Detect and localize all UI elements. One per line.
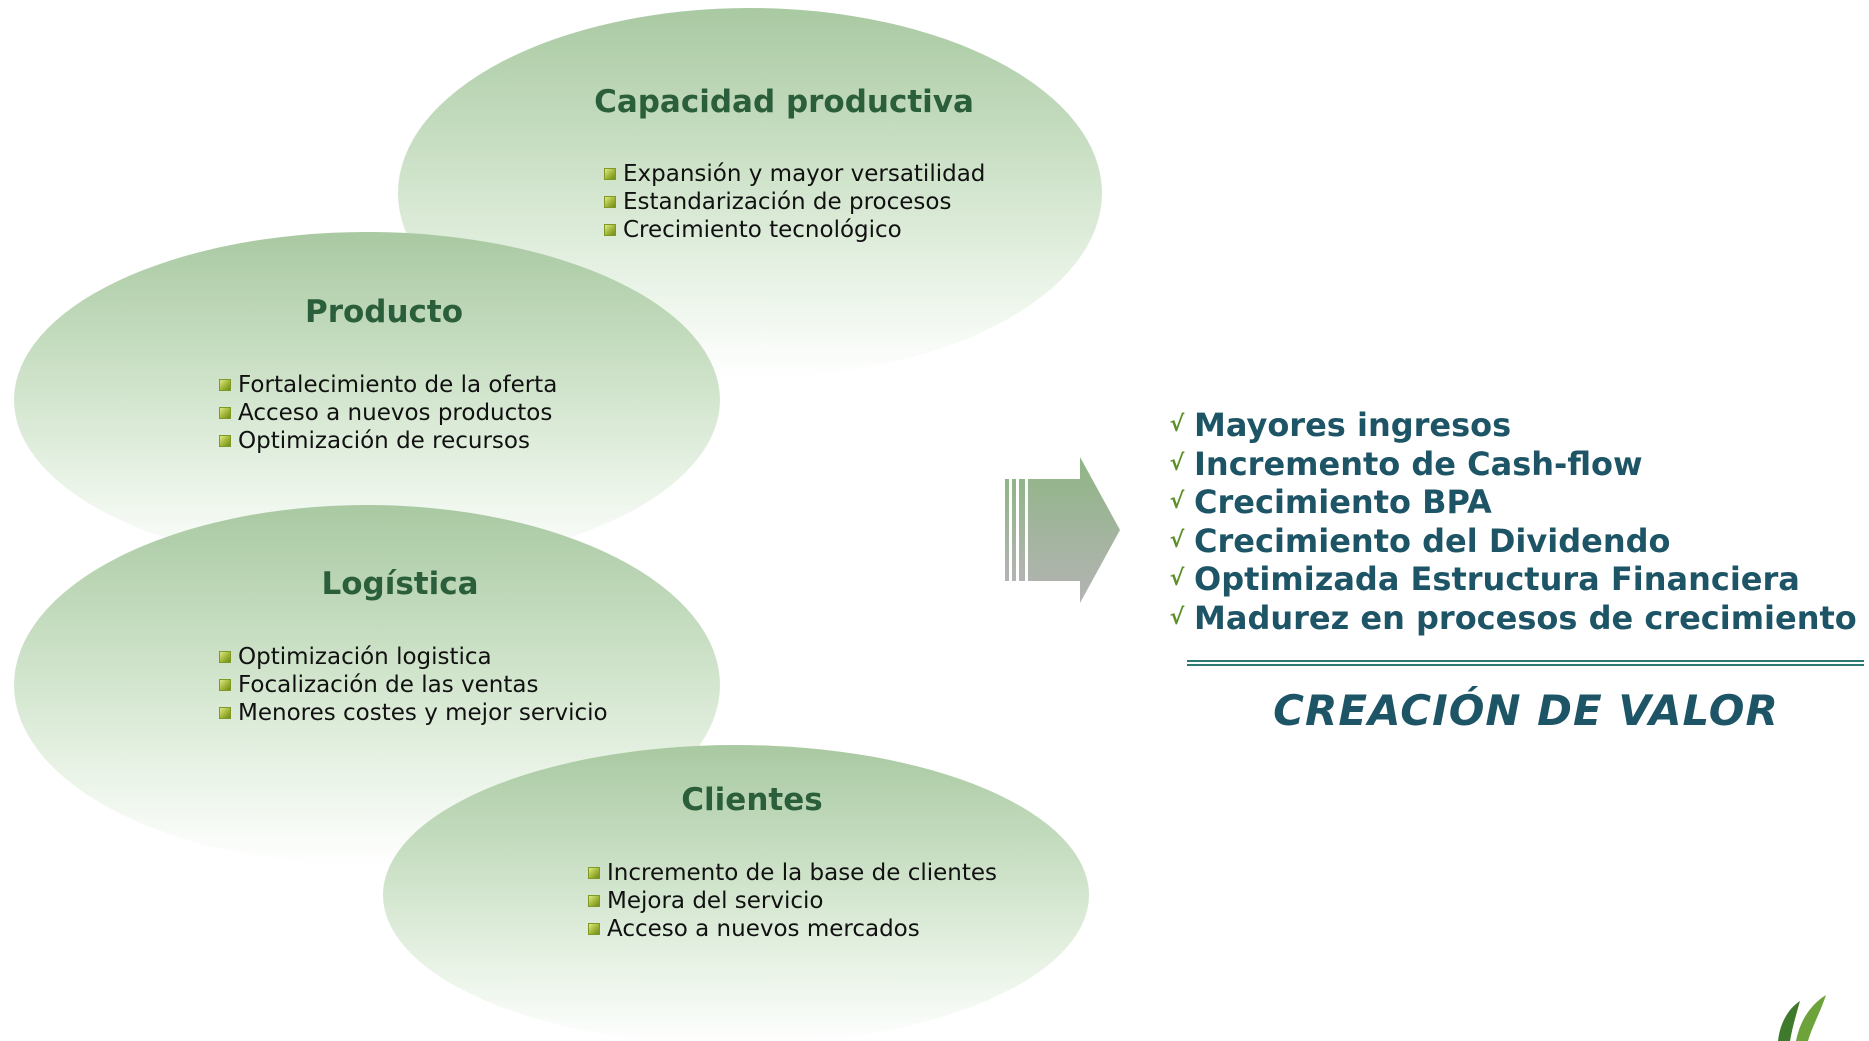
- group-title-logistica: Logística: [321, 566, 479, 602]
- list-item: Optimización de recursos: [219, 427, 557, 455]
- list-item: Focalización de las ventas: [219, 671, 608, 699]
- list-item-text: Focalización de las ventas: [238, 672, 539, 698]
- list-item: Mejora del servicio: [588, 887, 997, 915]
- square-bullet-icon: [588, 923, 600, 935]
- result-text: Optimizada Estructura Financiera: [1194, 560, 1800, 598]
- list-item-text: Estandarización de procesos: [623, 189, 952, 215]
- square-bullet-icon: [604, 224, 616, 236]
- bullet-list-capacidad-productiva: Expansión y mayor versatilidad Estandari…: [604, 160, 985, 244]
- list-item-text: Expansión y mayor versatilidad: [623, 161, 986, 187]
- list-item-text: Optimización de recursos: [238, 428, 530, 454]
- square-bullet-icon: [219, 651, 231, 663]
- square-bullet-icon: [219, 679, 231, 691]
- square-bullet-icon: [219, 435, 231, 447]
- list-item: Menores costes y mejor servicio: [219, 699, 608, 727]
- group-title-clientes: Clientes: [681, 782, 823, 818]
- list-item: Fortalecimiento de la oferta: [219, 371, 557, 399]
- bullet-list-logistica: Optimización logistica Focalización de l…: [219, 643, 608, 727]
- result-text: Mayores ingresos: [1194, 406, 1512, 444]
- leaf-logo-icon: [1778, 995, 1826, 1041]
- list-item-text: Acceso a nuevos mercados: [607, 916, 920, 942]
- result-text: Crecimiento BPA: [1194, 483, 1492, 521]
- result-item: √ Optimizada Estructura Financiera: [1168, 560, 1857, 599]
- results-list: √ Mayores ingresos √ Incremento de Cash-fl…: [1168, 406, 1857, 637]
- square-bullet-icon: [219, 379, 231, 391]
- result-text: Madurez en procesos de crecimiento: [1194, 598, 1857, 637]
- right-arrow-icon: [1005, 457, 1120, 603]
- check-icon: √: [1169, 412, 1185, 437]
- list-item-text: Acceso a nuevos productos: [238, 400, 553, 426]
- group-title-capacidad-productiva: Capacidad productiva: [594, 84, 974, 120]
- square-bullet-icon: [588, 867, 600, 879]
- conclusion-heading: CREACIÓN DE VALOR: [1273, 686, 1779, 735]
- list-item: Acceso a nuevos mercados: [588, 915, 997, 943]
- square-bullet-icon: [604, 196, 616, 208]
- check-icon: √: [1169, 527, 1185, 553]
- check-icon: √: [1169, 489, 1185, 514]
- list-item: Crecimiento tecnológico: [604, 216, 985, 244]
- ellipse-clientes: [383, 745, 1089, 1041]
- result-item: √ Mayores ingresos: [1168, 406, 1857, 445]
- bullet-list-clientes: Incremento de la base de clientes Mejora…: [588, 859, 997, 943]
- list-item: Acceso a nuevos productos: [219, 399, 557, 427]
- list-item: Incremento de la base de clientes: [588, 859, 997, 887]
- double-divider: [1187, 660, 1864, 666]
- result-item: √ Crecimiento del Dividendo: [1168, 522, 1857, 561]
- list-item-text: Crecimiento tecnológico: [623, 217, 902, 243]
- result-text: Incremento de Cash-flow: [1194, 444, 1643, 483]
- list-item-text: Fortalecimiento de la oferta: [238, 372, 558, 398]
- square-bullet-icon: [588, 895, 600, 907]
- list-item-text: Incremento de la base de clientes: [607, 860, 998, 886]
- check-icon: √: [1169, 566, 1185, 591]
- result-item: √ Madurez en procesos de crecimiento: [1168, 599, 1857, 638]
- bullet-list-producto: Fortalecimiento de la oferta Acceso a nu…: [219, 371, 557, 455]
- square-bullet-icon: [219, 407, 231, 419]
- list-item: Optimización logistica: [219, 643, 608, 671]
- check-icon: √: [1169, 604, 1185, 630]
- result-item: √ Incremento de Cash-flow: [1168, 445, 1857, 484]
- list-item-text: Optimización logistica: [238, 644, 492, 670]
- group-title-producto: Producto: [304, 294, 464, 330]
- list-item: Estandarización de procesos: [604, 188, 985, 216]
- check-icon: √: [1169, 450, 1185, 476]
- list-item-text: Menores costes y mejor servicio: [238, 700, 608, 726]
- square-bullet-icon: [604, 168, 616, 180]
- square-bullet-icon: [219, 707, 231, 719]
- list-item-text: Mejora del servicio: [607, 888, 824, 914]
- result-item: √ Crecimiento BPA: [1168, 483, 1857, 522]
- list-item: Expansión y mayor versatilidad: [604, 160, 985, 188]
- result-text: Crecimiento del Dividendo: [1194, 521, 1671, 560]
